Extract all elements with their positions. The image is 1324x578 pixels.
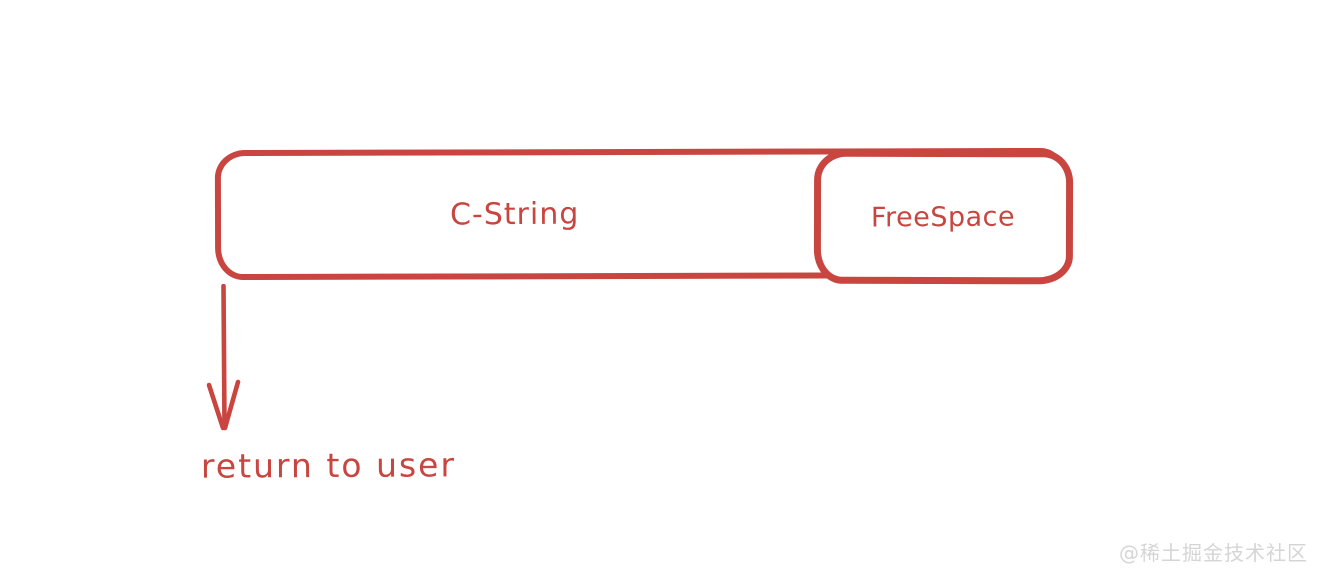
freespace-box: FreeSpace [813,149,1074,285]
down-arrow-icon [206,284,241,431]
freespace-label: FreeSpace [871,201,1016,233]
watermark: @稀土掘金技术社区 [1119,541,1308,565]
arrow-caption: return to user [200,445,457,486]
